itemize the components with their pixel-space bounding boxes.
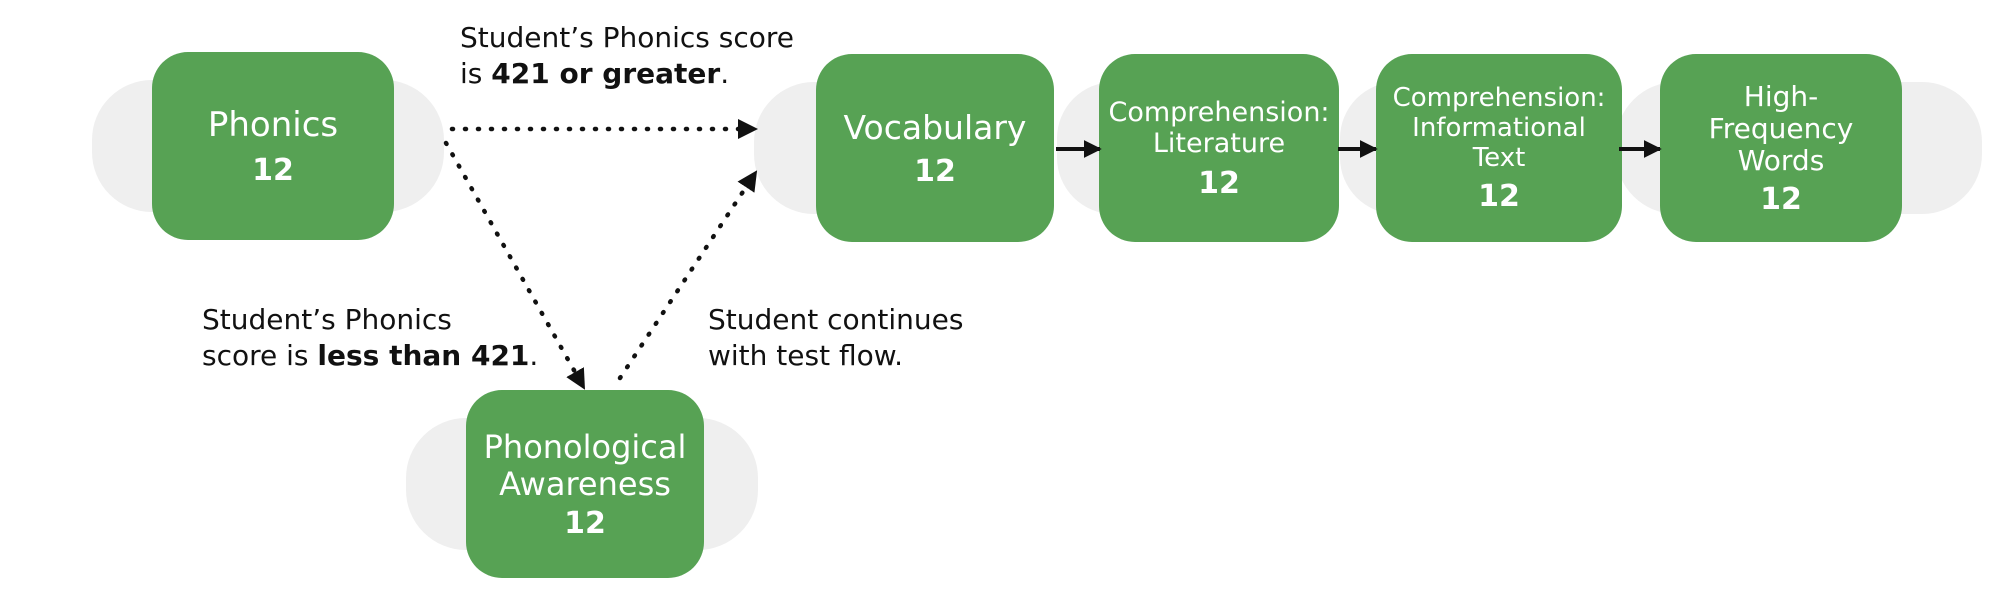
node-vocabulary: Vocabulary 12	[754, 54, 1054, 242]
connector-phonics-to-phonological	[443, 140, 587, 391]
annotation-score-high-suffix: .	[720, 57, 730, 90]
annotation-continue-flow: Student continues with test flow.	[708, 302, 963, 374]
node-hfw-label: High- Frequency Words	[1708, 79, 1854, 178]
node-informational-count: 12	[1478, 178, 1520, 214]
node-vocabulary-count: 12	[914, 153, 956, 189]
annotation-score-low-suffix: .	[529, 339, 539, 372]
node-phonics-count: 12	[252, 152, 294, 188]
node-informational-box: Comprehension: Informational Text 12	[1376, 54, 1622, 242]
annotation-score-low-prefix: score is	[202, 339, 318, 372]
annotation-score-high-line1: Student’s Phonics score	[460, 21, 795, 54]
node-phonics-box: Phonics 12	[152, 52, 394, 240]
node-comprehension-informational: Comprehension: Informational Text 12	[1340, 54, 1622, 242]
node-phonological-box: Phonological Awareness 12	[466, 390, 704, 578]
connector-phonological-to-vocabulary	[617, 169, 759, 381]
annotation-score-low-line1: Student’s Phonics	[202, 303, 452, 336]
node-literature-label: Comprehension: Literature	[1108, 96, 1330, 159]
node-phonological-awareness: Phonological Awareness 12	[406, 390, 758, 578]
annotation-continue-line1: Student continues	[708, 303, 964, 336]
annotation-score-high-prefix: is	[460, 57, 492, 90]
node-phonics: Phonics 12	[92, 52, 444, 240]
node-phonics-label: Phonics	[207, 105, 339, 146]
node-hfw-count: 12	[1760, 182, 1802, 218]
node-comprehension-literature: Comprehension: Literature 12	[1057, 54, 1339, 242]
annotation-score-low-threshold: less than 421	[317, 339, 530, 372]
node-hfw-box: High- Frequency Words 12	[1660, 54, 1902, 242]
annotation-score-low: Student’s Phonics score is less than 421…	[202, 302, 538, 374]
annotation-score-high-threshold: 421 or greater	[491, 57, 721, 90]
node-phonological-count: 12	[564, 505, 606, 541]
node-phonological-label: Phonological Awareness	[483, 428, 687, 503]
node-vocabulary-label: Vocabulary	[843, 108, 1027, 148]
node-vocabulary-box: Vocabulary 12	[816, 54, 1054, 242]
annotation-score-high: Student’s Phonics score is 421 or greate…	[460, 20, 794, 92]
node-literature-count: 12	[1198, 166, 1240, 202]
node-literature-box: Comprehension: Literature 12	[1099, 54, 1339, 242]
annotation-continue-line2: with test flow.	[708, 339, 903, 372]
node-informational-label: Comprehension: Informational Text	[1392, 83, 1606, 173]
